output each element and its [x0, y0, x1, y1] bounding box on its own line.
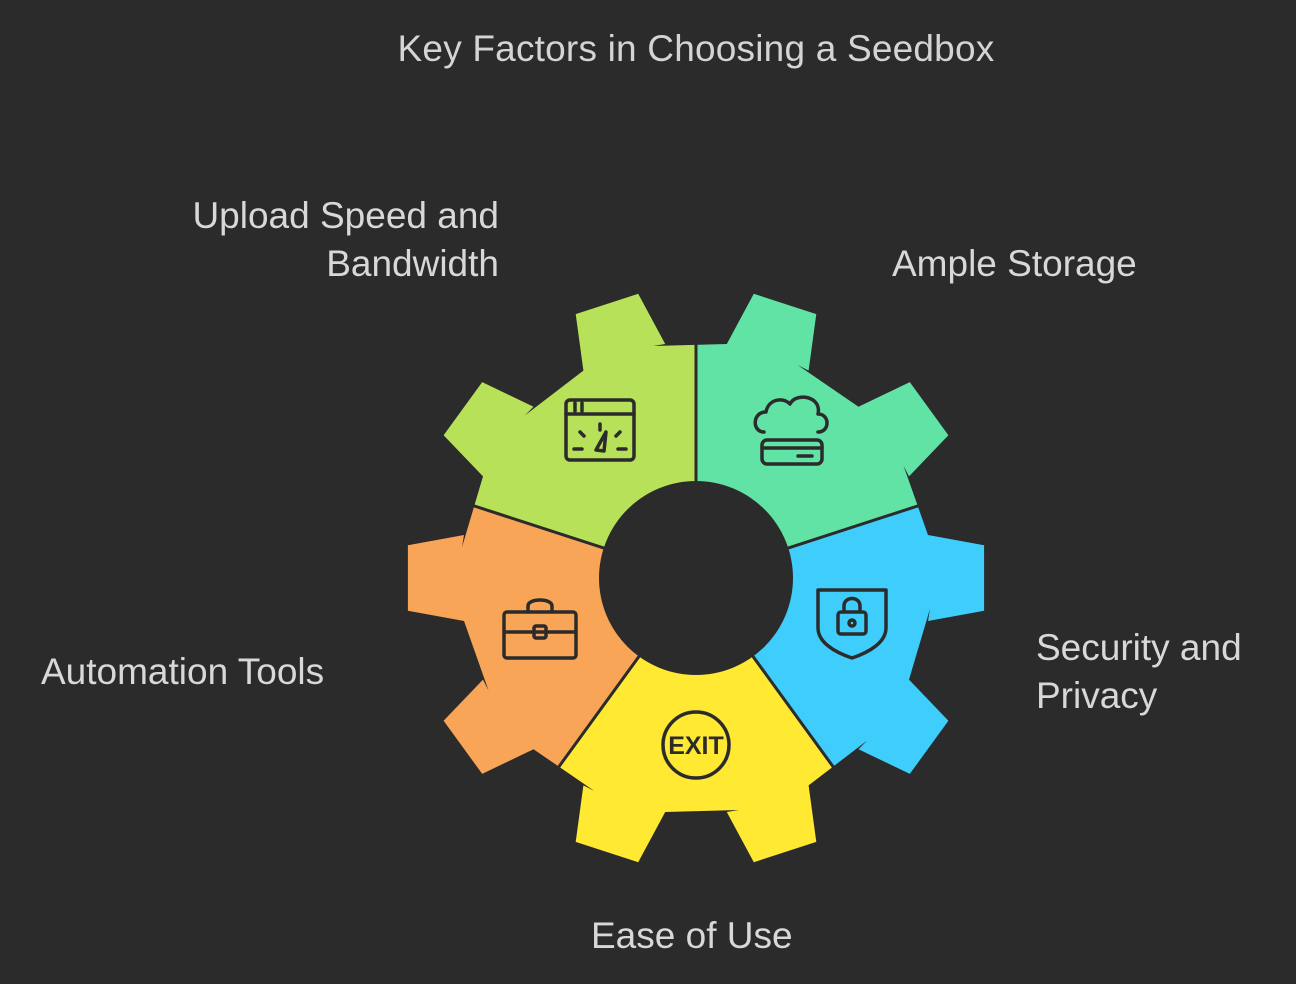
speedometer-window-icon [564, 398, 636, 462]
cloud-storage-icon [753, 395, 829, 466]
label-automation-tools: Automation Tools [41, 651, 325, 692]
wedge-ease [407, 448, 696, 863]
label-ease-of-use: Ease of Use [591, 915, 793, 956]
divider-security [747, 649, 871, 817]
wedge-security [449, 578, 943, 863]
divider-automation [415, 485, 611, 552]
shield-lock-icon [816, 588, 888, 660]
divider-storage [781, 485, 977, 552]
exit-sign-icon: EXIT [661, 710, 731, 780]
label-security-privacy: Security and Privacy [1036, 627, 1242, 716]
divider-ease [521, 649, 645, 817]
wedge-dividers [415, 284, 977, 817]
wedge-storage [696, 448, 985, 863]
label-upload-speed: Upload Speed and Bandwidth [192, 195, 499, 284]
exit-icon-text: EXIT [668, 732, 724, 760]
label-ample-storage: Ample Storage [892, 243, 1137, 284]
diagram-title: Key Factors in Choosing a Seedbox [397, 28, 995, 69]
toolbox-icon [502, 598, 578, 660]
gear-hub [599, 481, 793, 675]
